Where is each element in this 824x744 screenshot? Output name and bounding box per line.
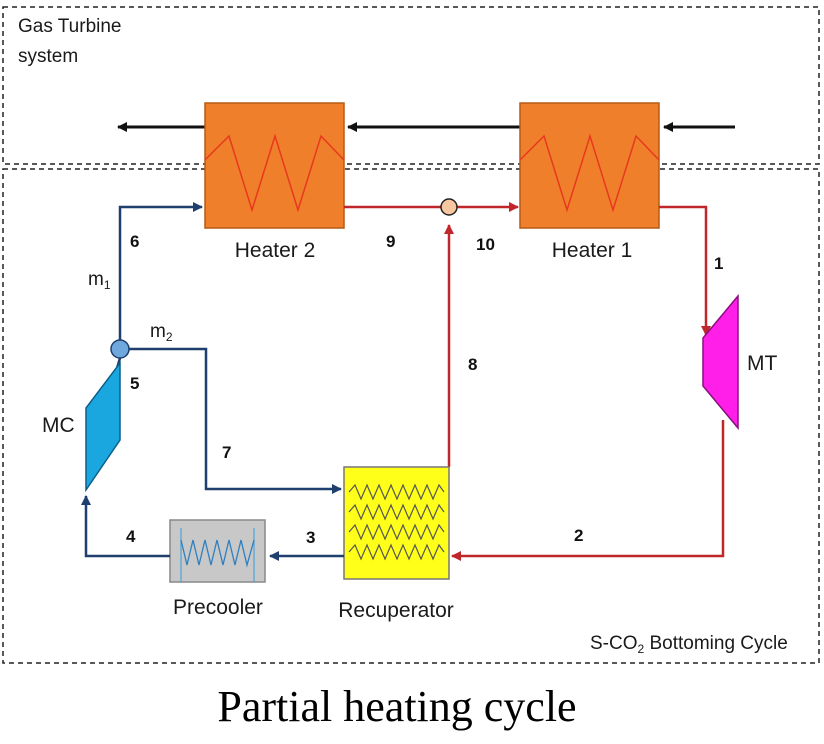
state-3-label: 3: [306, 528, 315, 547]
mixer-node: [440, 198, 458, 216]
state-10-label: 10: [476, 235, 495, 254]
heater-1-label: Heater 1: [552, 239, 633, 262]
line-2: [451, 420, 725, 561]
precooler-label: Precooler: [173, 596, 263, 619]
heater-1: [519, 102, 660, 229]
recuperator: [343, 466, 450, 580]
diagram-caption: Partial heating cycle: [217, 682, 576, 731]
state-5-label: 5: [130, 374, 139, 393]
line-7: [128, 347, 342, 494]
state-6-label: 6: [130, 232, 139, 251]
bottoming-cycle-label: S-CO2 Bottoming Cycle: [590, 633, 788, 656]
stream-m1-label: m1: [88, 269, 111, 292]
state-7-label: 7: [222, 443, 231, 462]
gas-turbine-label-line2: system: [18, 46, 78, 67]
gas-turbine-label: Gas Turbine system: [18, 16, 127, 67]
line-4: [81, 495, 170, 558]
state-9-label: 9: [386, 232, 395, 251]
recuperator-label: Recuperator: [338, 599, 454, 622]
heater-2-label: Heater 2: [235, 239, 316, 262]
splitter-node: [110, 339, 130, 359]
line-6: [118, 202, 203, 340]
main-turbine: [702, 293, 739, 431]
line-1: [659, 205, 711, 336]
precooler: [169, 519, 266, 583]
main-compressor-label: MC: [42, 414, 75, 437]
main-compressor: [85, 360, 121, 493]
state-2-label: 2: [574, 526, 583, 545]
gas-turbine-label-line1: Gas Turbine: [18, 16, 122, 37]
bottoming-cycle-region: [2, 168, 820, 664]
state-4-label: 4: [126, 527, 136, 546]
stream-m2-label: m2: [150, 321, 173, 344]
main-turbine-label: MT: [747, 352, 777, 375]
gas-turbine-region: [2, 6, 820, 165]
state-8-label: 8: [468, 355, 477, 374]
state-1-label: 1: [714, 254, 723, 273]
heater-2: [204, 102, 345, 229]
